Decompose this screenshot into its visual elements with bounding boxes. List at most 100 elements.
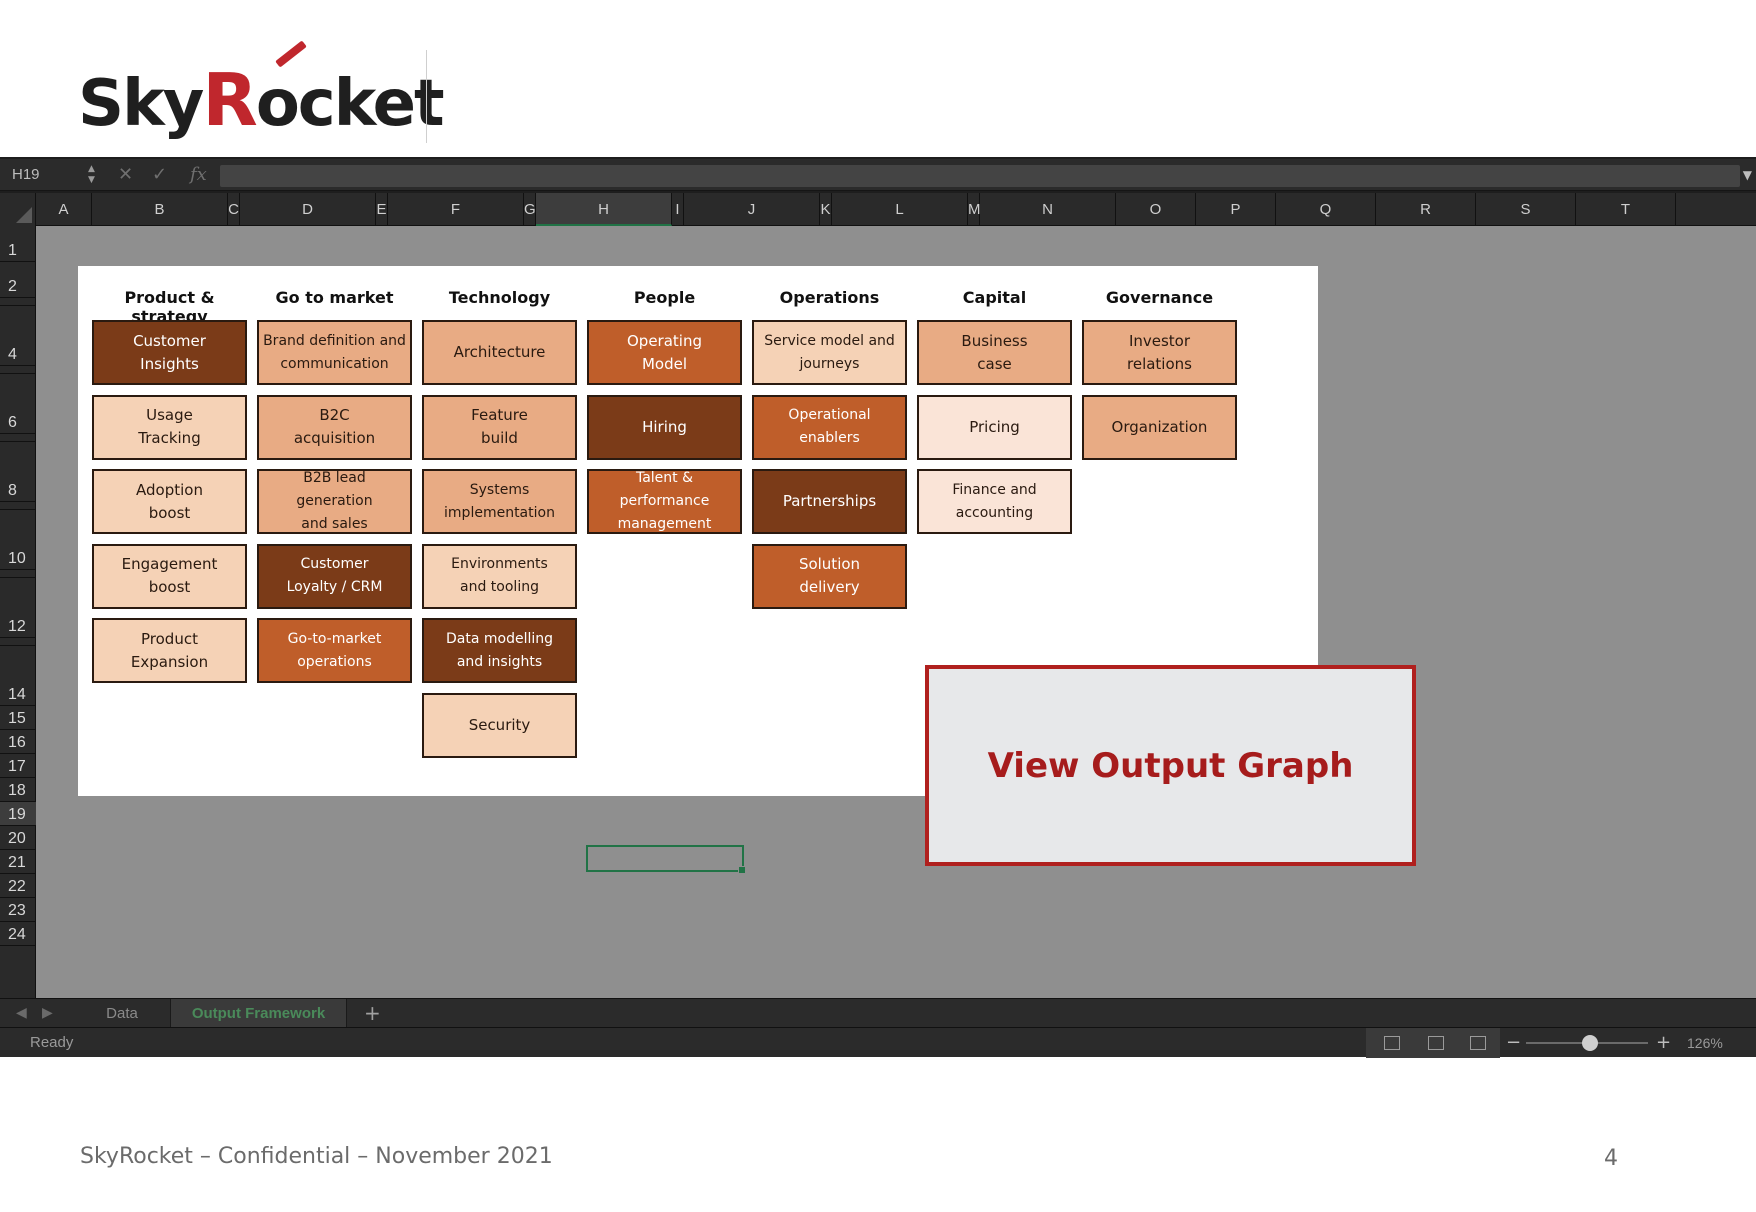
- page-break-view-icon[interactable]: [1470, 1036, 1486, 1050]
- column-header-f[interactable]: F: [388, 193, 524, 226]
- view-output-graph-label: View Output Graph: [987, 745, 1354, 786]
- row-header-23[interactable]: 23: [0, 898, 36, 922]
- enter-icon[interactable]: ✓: [152, 164, 168, 185]
- framework-box: Usage Tracking: [92, 394, 247, 460]
- row-header-1[interactable]: 1: [0, 226, 36, 262]
- framework-box: Partnerships: [752, 469, 907, 534]
- skyrocket-logo: SkyRocket: [78, 40, 445, 142]
- logo-text: SkyRocket: [78, 58, 445, 142]
- prev-sheet-icon[interactable]: ◀: [16, 1005, 27, 1021]
- row-header-6[interactable]: 6: [0, 374, 36, 434]
- select-all-corner[interactable]: [0, 193, 36, 226]
- column-header-k[interactable]: K: [820, 193, 832, 226]
- framework-header: Governance: [1105, 288, 1214, 307]
- zoom-slider-thumb[interactable]: [1582, 1035, 1598, 1051]
- column-header-s[interactable]: S: [1476, 193, 1576, 226]
- framework-box: Operational enablers: [752, 394, 907, 460]
- framework-box: Pricing: [917, 394, 1072, 460]
- row-header-15[interactable]: 15: [0, 706, 36, 730]
- framework-header: Go to market: [275, 288, 394, 307]
- name-box[interactable]: H19: [12, 166, 40, 183]
- selected-cell[interactable]: [586, 845, 746, 874]
- column-header-j[interactable]: J: [684, 193, 820, 226]
- framework-header: Capital: [962, 288, 1027, 307]
- zoom-out-button[interactable]: −: [1506, 1032, 1522, 1053]
- normal-view-icon[interactable]: [1384, 1036, 1400, 1050]
- framework-box: Engagement boost: [92, 543, 247, 609]
- column-header-l[interactable]: L: [832, 193, 968, 226]
- page-layout-view-icon[interactable]: [1428, 1036, 1444, 1050]
- row-header-17[interactable]: 17: [0, 754, 36, 778]
- row-header-22[interactable]: 22: [0, 874, 36, 898]
- column-header-c[interactable]: C: [228, 193, 240, 226]
- row-header-16[interactable]: 16: [0, 730, 36, 754]
- row-header-8[interactable]: 8: [0, 442, 36, 502]
- add-sheet-button[interactable]: +: [364, 1001, 381, 1025]
- framework-box: Business case: [917, 320, 1072, 385]
- column-header-d[interactable]: D: [240, 193, 376, 226]
- framework-box: B2B lead generation and sales: [257, 469, 412, 534]
- column-header-m[interactable]: M: [968, 193, 981, 226]
- framework-header: Technology: [448, 288, 551, 307]
- row-header-5[interactable]: 5: [0, 366, 36, 374]
- row-header-21[interactable]: 21: [0, 850, 36, 874]
- row-header-20[interactable]: 20: [0, 826, 36, 850]
- framework-box: Brand definition and communication: [257, 320, 412, 385]
- column-header-b[interactable]: B: [92, 193, 228, 226]
- view-output-graph-button[interactable]: View Output Graph: [925, 665, 1416, 866]
- column-header-e[interactable]: E: [376, 193, 388, 226]
- framework-header: People: [633, 288, 696, 307]
- row-header-19[interactable]: 19: [0, 802, 36, 826]
- name-box-stepper-icon[interactable]: ▲▼: [88, 164, 95, 185]
- framework-box: Product Expansion: [92, 618, 247, 683]
- row-header-4[interactable]: 4: [0, 306, 36, 366]
- function-icon[interactable]: fx: [190, 164, 207, 185]
- column-header-n[interactable]: N: [980, 193, 1116, 226]
- zoom-in-button[interactable]: +: [1656, 1032, 1672, 1053]
- framework-box: Systems implementation: [422, 469, 577, 534]
- column-header-t[interactable]: T: [1576, 193, 1676, 226]
- header-divider: [426, 50, 427, 143]
- formula-input[interactable]: [220, 165, 1740, 187]
- status-bar: Ready − + 126%: [0, 1027, 1756, 1058]
- row-header-24[interactable]: 24: [0, 922, 36, 946]
- row-header-18[interactable]: 18: [0, 778, 36, 802]
- row-header-11[interactable]: 11: [0, 570, 36, 578]
- tab-data[interactable]: Data: [74, 999, 171, 1028]
- row-headers: 123456789101112131415161718192021222324: [0, 226, 36, 998]
- footer-text: SkyRocket – Confidential – November 2021: [80, 1144, 553, 1169]
- column-header-i[interactable]: I: [672, 193, 684, 226]
- row-header-12[interactable]: 12: [0, 578, 36, 638]
- next-sheet-icon[interactable]: ▶: [42, 1005, 53, 1021]
- row-header-13[interactable]: 13: [0, 638, 36, 646]
- column-header-q[interactable]: Q: [1276, 193, 1376, 226]
- cancel-icon[interactable]: ✕: [118, 164, 134, 185]
- framework-box: Go-to-market operations: [257, 618, 412, 683]
- row-header-14[interactable]: 14: [0, 646, 36, 706]
- row-header-7[interactable]: 7: [0, 434, 36, 442]
- status-text: Ready: [30, 1034, 74, 1051]
- column-header-h[interactable]: H: [536, 193, 672, 226]
- column-header-o[interactable]: O: [1116, 193, 1196, 226]
- framework-box: Environments and tooling: [422, 543, 577, 609]
- column-header-a[interactable]: A: [36, 193, 92, 226]
- framework-header: Operations: [779, 288, 880, 307]
- framework-box: Hiring: [587, 394, 742, 460]
- column-header-r[interactable]: R: [1376, 193, 1476, 226]
- row-header-2[interactable]: 2: [0, 262, 36, 298]
- zoom-level[interactable]: 126%: [1687, 1035, 1723, 1051]
- framework-box: Organization: [1082, 394, 1237, 460]
- framework-box: Talent & performance management: [587, 469, 742, 534]
- row-header-10[interactable]: 10: [0, 510, 36, 570]
- row-header-3[interactable]: 3: [0, 298, 36, 306]
- framework-box: Solution delivery: [752, 543, 907, 609]
- tab-output-framework[interactable]: Output Framework: [171, 999, 347, 1028]
- framework-box: Security: [422, 692, 577, 758]
- row-header-9[interactable]: 9: [0, 502, 36, 510]
- framework-box: Data modelling and insights: [422, 618, 577, 683]
- formula-expand-icon[interactable]: ▼: [1742, 168, 1752, 182]
- column-header-p[interactable]: P: [1196, 193, 1276, 226]
- framework-box: Investor relations: [1082, 320, 1237, 385]
- column-header-g[interactable]: G: [524, 193, 536, 226]
